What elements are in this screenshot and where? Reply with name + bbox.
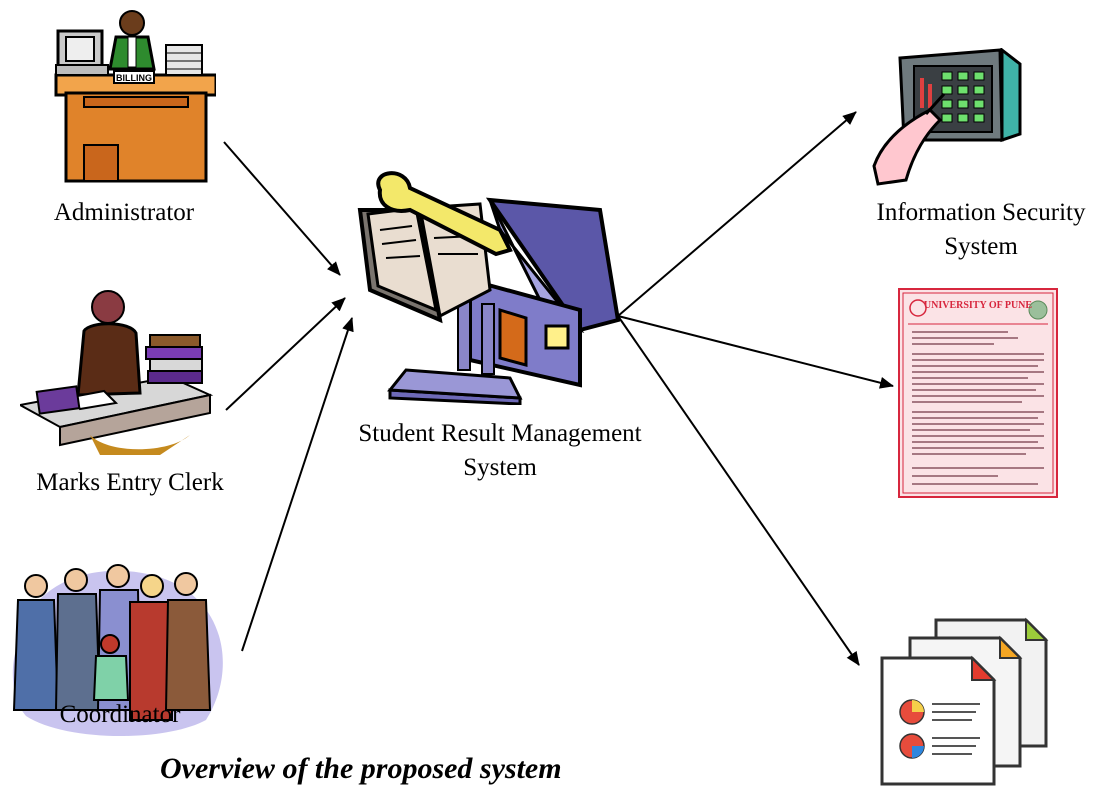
clerk-label: Marks Entry Clerk bbox=[36, 469, 224, 496]
arrow-admin-to-system bbox=[223, 141, 341, 276]
school-building-book-icon bbox=[357, 171, 620, 405]
diagram-caption: Overview of the proposed system bbox=[160, 752, 562, 785]
woman-with-books-icon bbox=[20, 290, 214, 455]
group-of-people-icon bbox=[12, 564, 223, 737]
center-label-line2: System bbox=[463, 454, 537, 481]
marksheet-document-icon: UNIVERSITY OF PUNE bbox=[898, 288, 1058, 498]
report-documents-icon bbox=[880, 617, 1049, 786]
administrator-label: Administrator bbox=[53, 199, 195, 226]
center-label-line1: Student Result Management bbox=[358, 420, 642, 447]
security-label-line2: System bbox=[944, 233, 1018, 260]
security-label-line1: Information Security bbox=[876, 199, 1086, 226]
keypad-icon bbox=[872, 48, 1022, 186]
coordinator-label: Coordinator bbox=[59, 701, 181, 728]
arrow-system-to-reports bbox=[617, 315, 860, 666]
arrow-system-to-marksheet bbox=[617, 315, 894, 389]
arrow-coordinator-to-system bbox=[241, 317, 354, 652]
arrow-system-to-security bbox=[617, 111, 857, 317]
clerk-at-desk-icon: BILLING bbox=[54, 10, 216, 183]
marksheet-title: UNIVERSITY OF PUNE bbox=[924, 300, 1032, 311]
svg-text:BILLING: BILLING bbox=[116, 73, 152, 83]
arrow-clerk-to-system bbox=[225, 297, 346, 411]
